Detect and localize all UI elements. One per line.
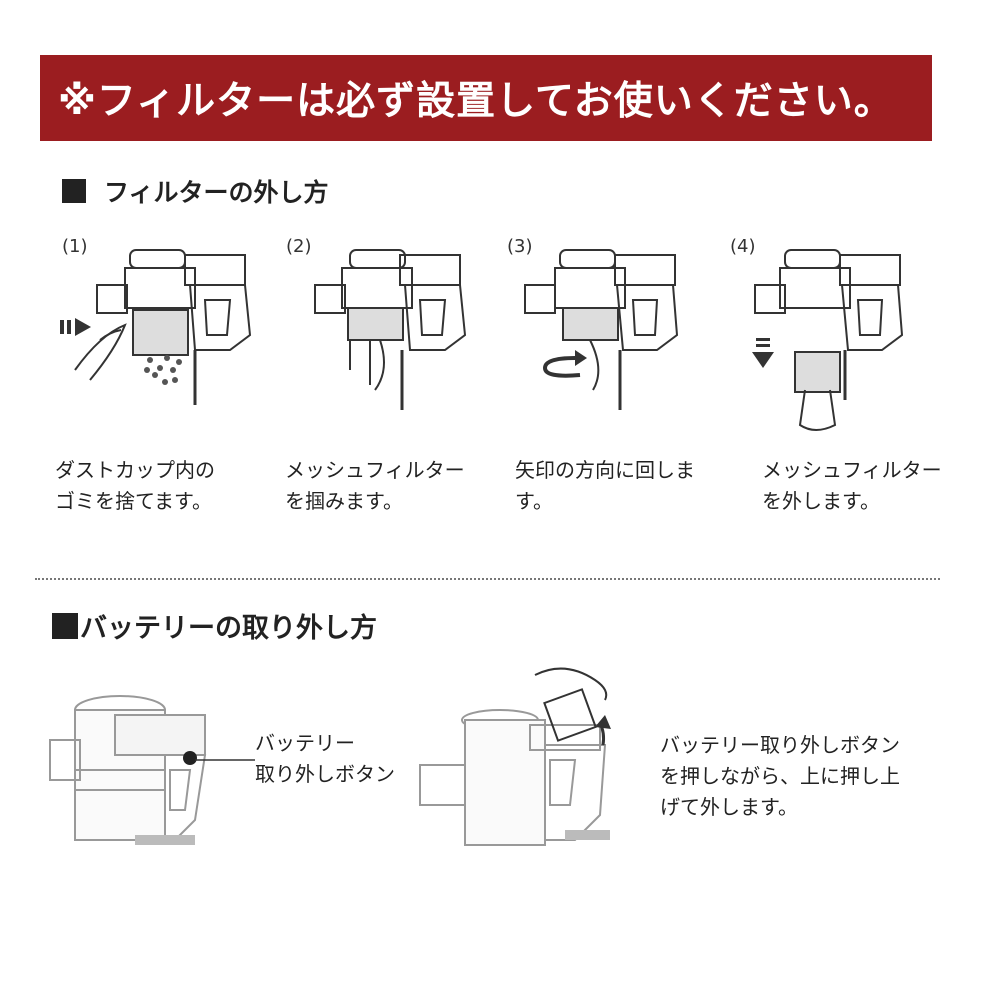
step-4-illustration: [752, 249, 904, 431]
step-2-illustration: [314, 249, 467, 410]
step-3-caption-line: す。: [515, 489, 553, 513]
battery-section-title-text: バッテリーの取り外し方: [80, 613, 377, 644]
section-divider: [35, 578, 940, 580]
callout-line-text: バッテリー: [255, 731, 355, 755]
step-2-caption: メッシュフィルター を掴みます。: [285, 455, 465, 517]
step-1-caption-line: ゴミを捨てます。: [55, 489, 212, 513]
step-3-number: (3): [507, 236, 533, 257]
step-3-caption-line: 矢印の方向に回しま: [515, 458, 695, 482]
filter-section-title-text: フィルターの外し方: [104, 178, 329, 207]
battery-instruction: バッテリー取り外しボタン を押しながら、上に押し上 げて外します。: [660, 730, 900, 823]
warning-banner-text: ※フィルターは必ず設置してお使いください。: [58, 79, 894, 124]
step-1-number: (1): [62, 236, 88, 257]
battery-illustration-2: [419, 667, 611, 846]
callout-line-text: 取り外しボタン: [255, 762, 395, 786]
square-bullet-icon: [62, 179, 86, 203]
battery-illustration-1: [49, 695, 207, 845]
step-1-caption-line: ダストカップ内の: [55, 458, 215, 482]
step-2-caption-line: を掴みます。: [285, 489, 403, 513]
callout-line: [195, 759, 255, 761]
step-4-caption: メッシュフィルター を外します。: [762, 455, 942, 517]
filter-section-title: フィルターの外し方: [62, 173, 329, 209]
step-2-caption-line: メッシュフィルター: [285, 458, 465, 482]
step-4-caption-line: メッシュフィルター: [762, 458, 942, 482]
battery-section-title: バッテリーの取り外し方: [52, 606, 377, 645]
instruction-line: バッテリー取り外しボタン: [660, 733, 900, 757]
instruction-line: を押しながら、上に押し上: [660, 764, 900, 788]
step-3-caption: 矢印の方向に回しま す。: [515, 455, 695, 517]
step-2-number: (2): [286, 236, 312, 257]
step-4-caption-line: を外します。: [762, 489, 880, 513]
step-4-number: (4): [730, 236, 756, 257]
battery-release-button-label: バッテリー 取り外しボタン: [255, 728, 395, 790]
step-1-caption: ダストカップ内の ゴミを捨てます。: [55, 455, 215, 517]
step-1-illustration: [60, 249, 252, 405]
step-3-illustration: [524, 249, 679, 410]
instruction-line: げて外します。: [660, 795, 798, 819]
warning-banner: ※フィルターは必ず設置してお使いください。: [40, 55, 932, 141]
square-bullet-icon: [52, 612, 78, 639]
